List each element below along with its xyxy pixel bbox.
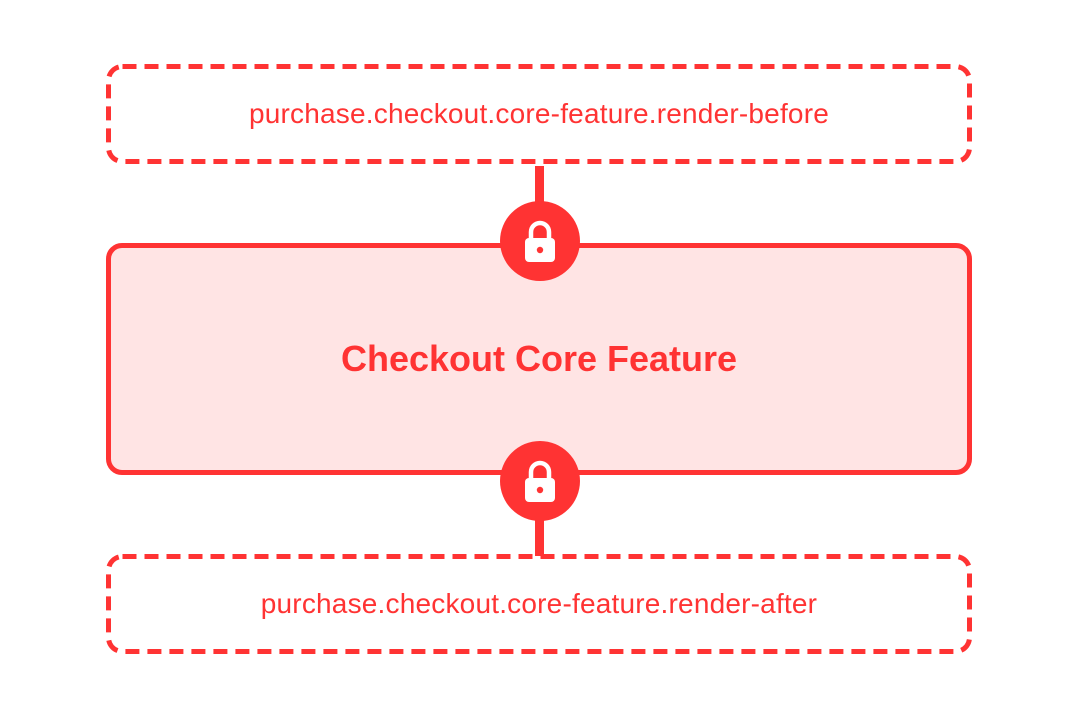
slot-dashed-border	[106, 554, 972, 654]
core-feature-title: Checkout Core Feature	[340, 338, 738, 379]
lock-badge-top	[500, 201, 580, 281]
lock-icon	[525, 220, 555, 262]
render-before-label: purchase.checkout.core-feature.render-be…	[248, 98, 829, 129]
slot-dashed-border	[106, 64, 972, 164]
render-after-slot: purchase.checkout.core-feature.render-af…	[106, 554, 972, 654]
lock-badge-bottom	[500, 441, 580, 521]
render-after-label: purchase.checkout.core-feature.render-af…	[260, 588, 818, 619]
render-before-slot: purchase.checkout.core-feature.render-be…	[106, 64, 972, 164]
lock-icon	[525, 460, 555, 502]
